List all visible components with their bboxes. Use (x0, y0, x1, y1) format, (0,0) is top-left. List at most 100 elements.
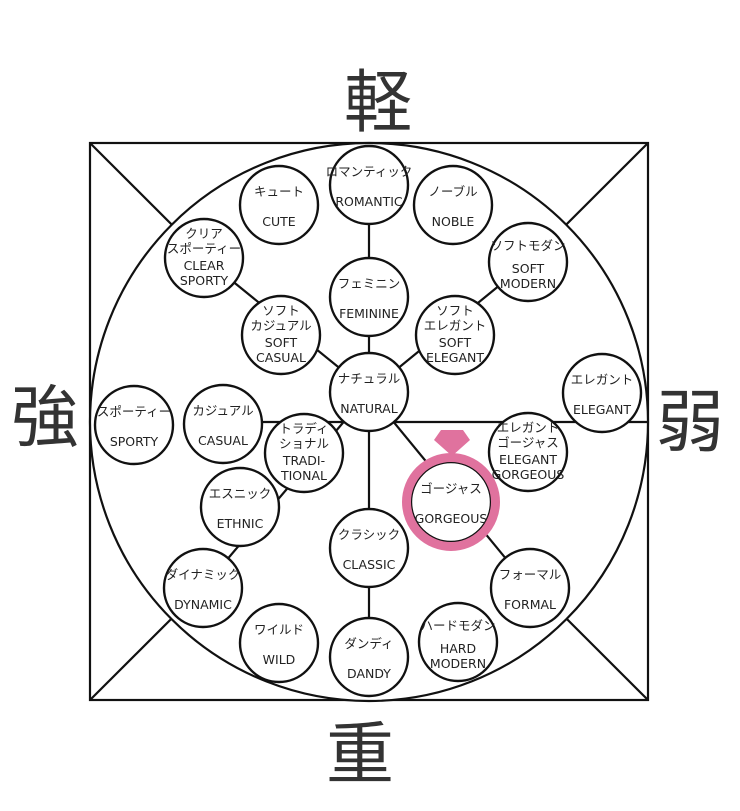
node-label-en: HARD (440, 641, 476, 656)
style-node-cute: キュート CUTE (238, 164, 320, 246)
node-circle (328, 616, 410, 698)
style-node-feminine: フェミニン FEMININE (328, 256, 410, 338)
style-node-gorgeous: ゴージャス GORGEOUS (409, 460, 493, 544)
node-label-en: SOFT (265, 335, 298, 350)
node-label-jp: ロマンティック (326, 164, 413, 179)
node-label-en: DYNAMIC (174, 597, 232, 612)
node-circle (163, 217, 245, 299)
node-label-en: ROMANTIC (335, 194, 403, 209)
node-label-en: ELEGANT (573, 402, 631, 417)
node-label-jp: ソフト (436, 303, 474, 318)
node-label-en: SOFT (512, 261, 545, 276)
node-circle (263, 412, 345, 494)
node-label-en: NOBLE (432, 214, 475, 229)
node-label-en: CUTE (262, 214, 296, 229)
node-circle (487, 411, 569, 493)
node-label-en: MODERN (430, 656, 486, 671)
node-label-en: MODERN (500, 276, 556, 291)
node-circle (409, 460, 493, 544)
node-circle (561, 352, 643, 434)
style-node-ethnic: エスニック ETHNIC (199, 466, 281, 548)
node-circle (489, 547, 571, 629)
node-label-en: CASUAL (198, 433, 248, 448)
node-label-en: CLEAR (184, 258, 225, 273)
node-label-jp: クリア (185, 226, 223, 241)
node-label-en: CASUAL (256, 350, 306, 365)
node-label-en: DANDY (347, 666, 391, 681)
node-circle (328, 351, 410, 433)
node-label-jp: エレガント (497, 420, 560, 435)
node-label-jp: ゴージャス (497, 435, 559, 450)
node-circle (238, 164, 320, 246)
node-label-en: TRADI- (282, 453, 325, 468)
node-label-en: GORGEOUS (492, 467, 565, 482)
axis-label-light: 軽 (344, 64, 412, 143)
style-node-romantic: ロマンティック ROMANTIC (326, 144, 413, 226)
node-label-en: SPORTY (180, 273, 229, 288)
style-node-formal: フォーマル FORMAL (489, 547, 571, 629)
node-label-jp: キュート (254, 184, 304, 199)
node-label-en: CLASSIC (343, 557, 396, 572)
node-label-jp: トラディ (279, 421, 328, 436)
node-label-jp: ソフト (262, 303, 300, 318)
node-label-jp: ハードモダン (420, 618, 495, 633)
node-label-en: ETHNIC (217, 516, 264, 531)
node-label-jp: ダイナミック (166, 567, 241, 582)
ring-icon (402, 453, 500, 551)
node-circle (238, 602, 320, 684)
style-node-wild: ワイルド WILD (238, 602, 320, 684)
node-label-jp: ダンディ (344, 636, 393, 651)
node-label-en: SOFT (439, 335, 472, 350)
node-label-jp: ショナル (279, 436, 329, 451)
node-label-en: NATURAL (340, 401, 397, 416)
node-circle (412, 164, 494, 246)
node-label-jp: エスニック (209, 486, 272, 501)
gem-icon (434, 430, 470, 456)
node-label-en: GORGEOUS (415, 511, 488, 526)
node-circle (414, 294, 496, 376)
node-group: ロマンティックROMANTICキュートCUTEノーブルNOBLEクリアスポーティ… (93, 144, 643, 698)
style-node-elegant: エレガント ELEGANT (561, 352, 643, 434)
node-circle (487, 221, 569, 303)
node-circle (328, 256, 410, 338)
style-node-classic: クラシック CLASSIC (328, 507, 410, 589)
node-label-en: FORMAL (504, 597, 556, 612)
node-circle (240, 294, 322, 376)
node-circle (182, 383, 264, 465)
node-circle (93, 384, 175, 466)
ring-highlight (402, 430, 500, 551)
style-node-noble: ノーブル NOBLE (412, 164, 494, 246)
node-label-jp: エレガント (571, 372, 634, 387)
node-circle (199, 466, 281, 548)
node-label-en: WILD (263, 652, 296, 667)
node-label-en: ELEGANT (426, 350, 484, 365)
style-node-dynamic: ダイナミック DYNAMIC (162, 547, 244, 629)
axis-label-heavy: 重 (326, 716, 394, 795)
node-label-jp: ゴージャス (420, 481, 482, 496)
node-label-jp: クラシック (338, 527, 400, 542)
node-circle (417, 601, 499, 683)
node-label-jp: スポーティー (97, 404, 171, 419)
axis-label-strong: 強 (11, 379, 79, 458)
node-circle (328, 144, 410, 226)
node-label-en: TIONAL (280, 468, 327, 483)
node-label-jp: ノーブル (428, 184, 477, 199)
style-node-dandy: ダンディ DANDY (328, 616, 410, 698)
node-label-en: FEMININE (339, 306, 399, 321)
node-label-jp: フォーマル (499, 567, 562, 582)
node-label-jp: カジュアル (250, 318, 311, 333)
node-circle (328, 507, 410, 589)
node-label-jp: フェミニン (338, 276, 401, 291)
axis-label-weak: 弱 (656, 384, 724, 463)
node-label-jp: ワイルド (254, 622, 304, 637)
